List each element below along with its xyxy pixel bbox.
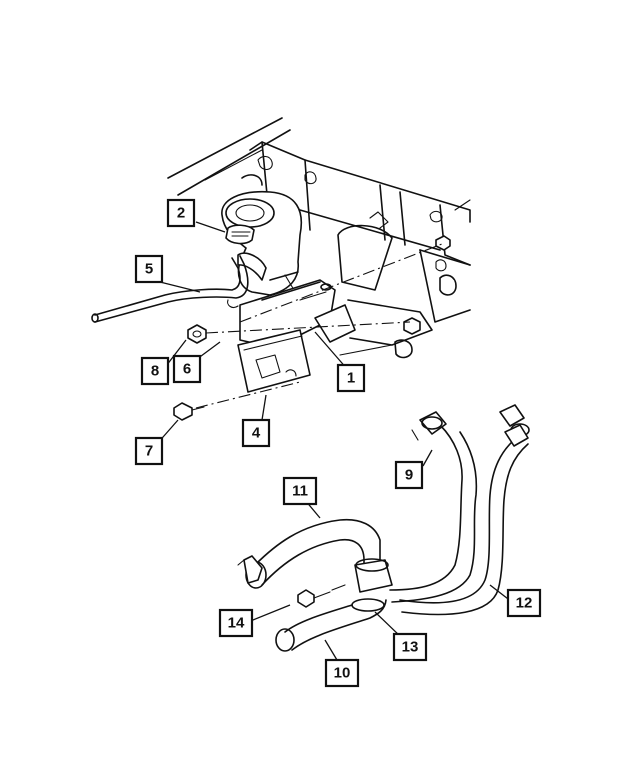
shield-cover <box>237 329 311 393</box>
callout-12-label: 12 <box>516 595 533 612</box>
heater-hose-assembly <box>237 404 530 652</box>
callout-5: 5 <box>134 254 164 284</box>
callout-11: 11 <box>282 476 318 506</box>
callout-9-label: 9 <box>405 467 413 484</box>
callout-11-label: 11 <box>292 483 308 500</box>
coolant-reservoir <box>221 190 303 301</box>
callout-6: 6 <box>172 354 202 384</box>
callout-8-label: 8 <box>151 363 159 380</box>
callout-13-label: 13 <box>402 639 419 656</box>
reservoir-bracket <box>239 279 356 346</box>
callout-13: 13 <box>392 632 428 662</box>
alignment-lines <box>195 243 443 409</box>
callout-9: 9 <box>394 460 424 490</box>
body-structure <box>167 117 471 359</box>
callout-7-label: 7 <box>145 443 153 460</box>
callout-8: 8 <box>140 356 170 386</box>
callout-6-label: 6 <box>183 361 191 378</box>
callout-10-label: 10 <box>334 665 351 682</box>
callout-5-label: 5 <box>145 261 153 278</box>
callout-4-label: 4 <box>252 425 261 442</box>
overflow-hose <box>91 255 249 323</box>
callout-10: 10 <box>324 658 360 688</box>
callout-2: 2 <box>166 198 196 228</box>
callout-1-label: 1 <box>347 370 355 387</box>
callout-1: 1 <box>336 363 366 393</box>
callout-14-label: 14 <box>228 615 245 632</box>
callout-14: 14 <box>218 608 254 638</box>
callout-7: 7 <box>134 436 164 466</box>
callout-4: 4 <box>241 418 271 448</box>
callout-12: 12 <box>506 588 542 618</box>
fasteners <box>173 235 451 421</box>
callout-2-label: 2 <box>177 205 185 222</box>
